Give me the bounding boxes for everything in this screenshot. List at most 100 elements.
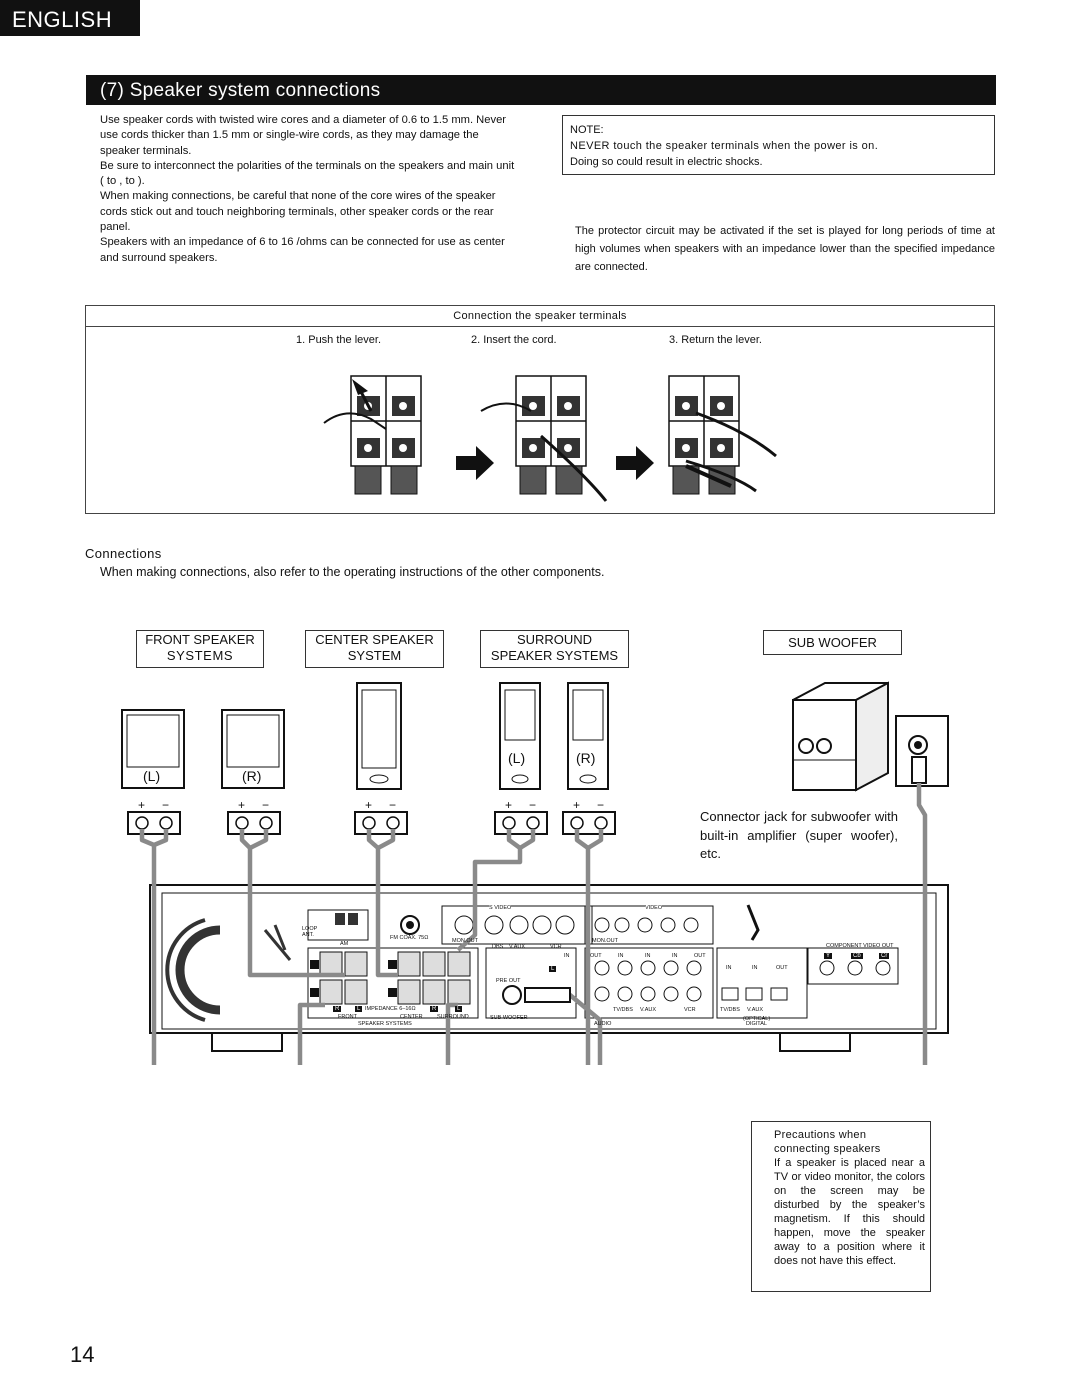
- panel-label: L: [549, 966, 557, 972]
- subwoofer-unit: [792, 681, 949, 792]
- surround-speaker-label: SURROUND SPEAKER SYSTEMS: [480, 630, 629, 668]
- panel-label: L: [455, 1006, 463, 1012]
- panel-label: IN: [752, 965, 758, 971]
- panel-label: IN: [645, 953, 651, 959]
- terminal-illustration: [323, 375, 777, 502]
- plus-sign: +: [138, 798, 146, 812]
- wiring-diagram: [121, 681, 949, 1065]
- surround-left-speaker: [499, 682, 541, 790]
- panel-label: IN: [672, 953, 678, 959]
- panel-label: SUB WOOFER: [490, 1015, 528, 1021]
- speaker-wires: [139, 783, 928, 1065]
- page-number: 14: [70, 1342, 95, 1367]
- panel-label: R: [333, 1006, 342, 1012]
- plus-sign: +: [505, 798, 513, 812]
- step-push-lever: 1. Push the lever.: [296, 334, 381, 346]
- label-line: SYSTEMS: [166, 648, 234, 663]
- panel-label: OUT: [694, 953, 706, 959]
- panel-label: IMPEDANCE 6–16Ω: [365, 1006, 416, 1012]
- connections-heading: Connections: [85, 546, 162, 561]
- panel-label: IN: [618, 953, 624, 959]
- panel-label: DIGITAL: [746, 1021, 767, 1027]
- panel-label: V.AUX: [509, 944, 526, 950]
- terminal-connection-box: Connection the speaker terminals 1. Push…: [85, 305, 995, 514]
- minus-sign: −: [262, 798, 270, 812]
- panel-label: AUDIO: [594, 1021, 612, 1027]
- panel-label: COMPONENT VIDEO OUT: [826, 943, 894, 949]
- front-right-speaker: [221, 709, 285, 789]
- panel-label: IN: [564, 953, 570, 959]
- intro-paragraph: Speakers with an impedance of 6 to 16 /o…: [100, 236, 505, 264]
- minus-sign: −: [162, 798, 170, 812]
- panel-label: DBS: [492, 944, 504, 950]
- language-tab: ENGLISH: [0, 0, 140, 36]
- note-box: NOTE: NEVER touch the speaker terminals …: [562, 115, 995, 175]
- label-line: SYSTEM: [347, 648, 402, 663]
- note-line: NEVER touch the speaker terminals when t…: [570, 140, 879, 152]
- intro-text: Use speaker cords with twisted wire core…: [100, 113, 520, 266]
- minus-sign: −: [597, 798, 605, 812]
- front-right-label: (R): [242, 768, 262, 784]
- panel-label: AM: [340, 941, 349, 947]
- panel-label: Cb: [851, 953, 863, 959]
- panel-label: TV/DBS: [720, 1007, 740, 1013]
- intro-paragraph: When making connections, be careful that…: [100, 190, 496, 234]
- panel-label: V.AUX: [640, 1007, 657, 1013]
- panel-label: Cr: [879, 953, 890, 959]
- surround-right-label: (R): [576, 750, 596, 766]
- minus-sign: −: [389, 798, 397, 812]
- panel-label: S VIDEO: [489, 905, 512, 911]
- front-left-label: (L): [143, 768, 161, 784]
- panel-label: V.AUX: [747, 1007, 764, 1013]
- precautions-title: connecting speakers: [774, 1143, 881, 1155]
- note-line: Doing so could result in electric shocks…: [570, 156, 763, 168]
- surround-right-speaker: [567, 682, 609, 790]
- label-line: CENTER SPEAKER: [315, 632, 434, 647]
- minus-sign: −: [529, 798, 537, 812]
- panel-label: L: [355, 1006, 363, 1012]
- panel-label: SURROUND: [437, 1014, 469, 1020]
- panel-label: TV/DBS: [613, 1007, 633, 1013]
- panel-label: SPEAKER SYSTEMS: [358, 1021, 412, 1027]
- section-title: (7) Speaker system connections: [86, 75, 996, 105]
- label-line: SURROUND: [516, 632, 593, 647]
- plus-sign: +: [365, 798, 373, 812]
- note-label: NOTE:: [570, 124, 604, 136]
- panel-label: OUT: [590, 953, 602, 959]
- panel-label: OUT: [776, 965, 788, 971]
- terminal-box-title: Connection the speaker terminals: [86, 306, 994, 327]
- panel-label: VCR: [684, 1007, 696, 1013]
- panel-label: VCR: [550, 944, 562, 950]
- panel-label: MON.OUT: [592, 938, 618, 944]
- panel-label: PRE OUT: [496, 978, 521, 984]
- panel-label: R: [430, 1006, 439, 1012]
- precautions-body: If a speaker is placed near a TV or vide…: [774, 1157, 925, 1267]
- receiver-rear-panel: [149, 884, 949, 1052]
- step-insert-cord: 2. Insert the cord.: [471, 334, 557, 346]
- panel-label: LOOP ANT.: [302, 926, 318, 938]
- plus-sign: +: [238, 798, 246, 812]
- panel-label: MON.OUT: [452, 938, 478, 944]
- surround-left-label: (L): [508, 750, 526, 766]
- panel-label: FM COAX. 75Ω: [390, 935, 429, 941]
- panel-label: Y: [824, 953, 833, 959]
- intro-paragraph: Use speaker cords with twisted wire core…: [100, 114, 507, 157]
- center-speaker-label: CENTER SPEAKER SYSTEM: [305, 630, 444, 668]
- front-speaker-label: FRONT SPEAKER SYSTEMS: [136, 630, 264, 668]
- panel-label: VIDEO: [645, 905, 663, 911]
- intro-paragraph: Be sure to interconnect the polarities o…: [100, 159, 515, 188]
- center-speaker: [356, 682, 402, 790]
- panel-label: CENTER: [400, 1014, 423, 1020]
- subwoofer-label: SUB WOOFER: [763, 630, 902, 655]
- precautions-box: Precautions when connecting speakers If …: [751, 1121, 931, 1292]
- subwoofer-jack-note: Connector jack for subwoofer with built-…: [700, 809, 898, 861]
- panel-label: IN: [726, 965, 732, 971]
- step-return-lever: 3. Return the lever.: [669, 334, 762, 346]
- protector-circuit-text: The protector circuit may be activated i…: [575, 225, 995, 273]
- plus-sign: +: [573, 798, 581, 812]
- front-left-speaker: [121, 709, 185, 789]
- label-line: FRONT SPEAKER: [145, 632, 255, 647]
- precautions-title: Precautions when: [774, 1129, 867, 1141]
- label-line: SPEAKER SYSTEMS: [490, 648, 619, 663]
- panel-label: FRONT: [338, 1014, 357, 1020]
